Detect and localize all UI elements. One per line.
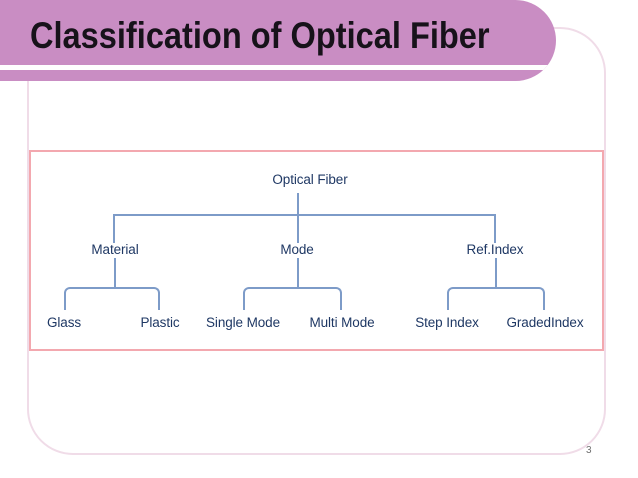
material-stub-line bbox=[113, 214, 115, 243]
slide-title: Classification of Optical Fiber bbox=[30, 15, 490, 56]
refindex-bracket bbox=[447, 287, 545, 310]
banner-divider-line bbox=[0, 65, 556, 70]
node-multi-mode: Multi Mode bbox=[309, 315, 375, 330]
node-graded-index: GradedIndex bbox=[506, 315, 584, 330]
node-ref-index: Ref.Index bbox=[466, 242, 524, 257]
root-connector-line bbox=[297, 193, 299, 214]
mode-bracket bbox=[243, 287, 342, 310]
mode-stub-line bbox=[297, 214, 299, 243]
node-optical-fiber: Optical Fiber bbox=[272, 172, 348, 187]
node-material: Material bbox=[91, 242, 139, 257]
node-single-mode: Single Mode bbox=[206, 315, 280, 330]
page-number: 3 bbox=[586, 445, 592, 456]
node-mode: Mode bbox=[280, 242, 314, 257]
level1-horizontal-line bbox=[113, 214, 495, 216]
classification-tree-diagram: Optical Fiber Material Mode Ref.Index Gl… bbox=[29, 150, 604, 351]
material-down-line bbox=[114, 258, 116, 287]
refindex-stub-line bbox=[494, 214, 496, 243]
refindex-down-line bbox=[495, 258, 497, 287]
node-step-index: Step Index bbox=[415, 315, 479, 330]
material-bracket bbox=[64, 287, 160, 310]
node-glass: Glass bbox=[46, 315, 82, 330]
title-banner: Classification of Optical Fiber bbox=[0, 0, 556, 81]
node-plastic: Plastic bbox=[140, 315, 180, 330]
mode-down-line bbox=[297, 258, 299, 287]
